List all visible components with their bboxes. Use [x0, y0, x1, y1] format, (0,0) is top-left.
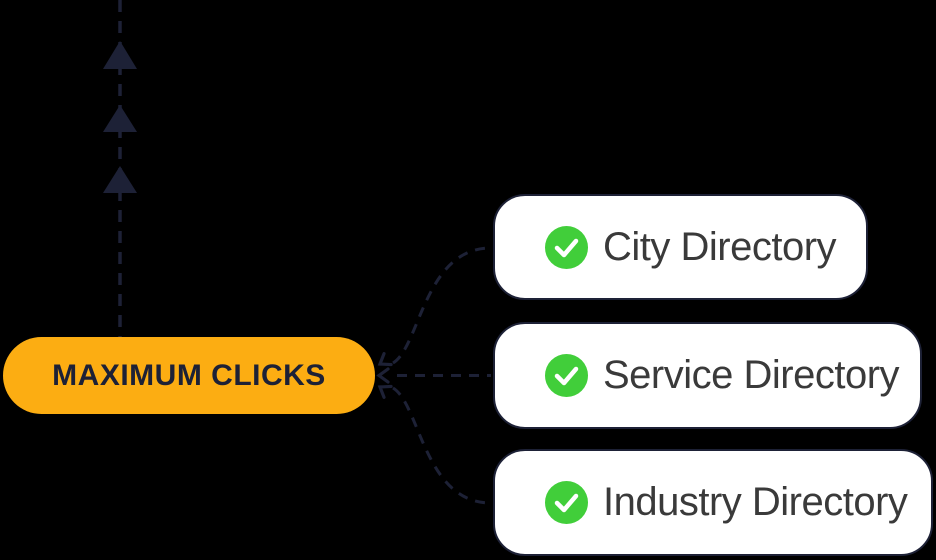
directory-card-label: Industry Directory [603, 480, 908, 524]
check-circle-icon [545, 354, 588, 397]
left-arrowhead-icon [377, 384, 393, 399]
left-arrowhead-icon [377, 352, 393, 367]
up-arrow-icon [103, 41, 137, 69]
maximum-clicks-node: MAXIMUM CLICKS [3, 337, 375, 414]
up-arrow-icon [103, 166, 137, 193]
directory-card-city: City Directory [493, 194, 868, 300]
connector-line-city [392, 246, 492, 365]
up-arrow-icon [103, 105, 137, 132]
maximum-clicks-label: MAXIMUM CLICKS [52, 358, 326, 392]
connector-line-industry [392, 386, 492, 505]
check-circle-icon [545, 225, 588, 269]
directory-card-label: City Directory [603, 224, 837, 269]
directory-card-industry: Industry Directory [493, 449, 933, 556]
check-circle-icon [545, 481, 588, 524]
directory-card-service: Service Directory [493, 322, 922, 429]
left-arrowhead-icon [376, 367, 390, 384]
directory-card-label: Service Directory [603, 353, 900, 397]
